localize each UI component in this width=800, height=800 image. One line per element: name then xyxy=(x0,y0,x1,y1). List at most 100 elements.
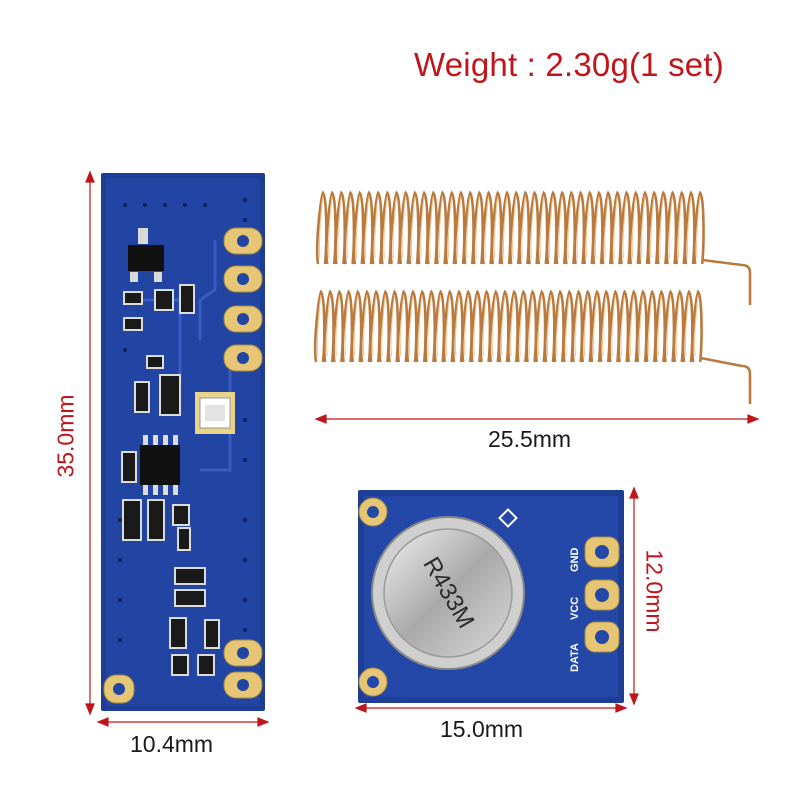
coil-highlight xyxy=(521,195,526,259)
coil-turn xyxy=(693,190,705,265)
coil-highlight xyxy=(337,195,342,259)
coil-highlight xyxy=(668,195,674,259)
coil-highlight xyxy=(556,294,561,357)
coil-highlight xyxy=(537,294,543,357)
coil-highlight xyxy=(585,195,591,259)
coil-highlight xyxy=(565,294,570,357)
coil-highlight xyxy=(638,294,644,357)
transmitter-height-label: 12.0mm xyxy=(641,549,668,633)
receiver-board xyxy=(101,173,265,711)
coil-highlight xyxy=(500,294,506,357)
coil-highlight xyxy=(539,195,545,259)
coil-highlight xyxy=(574,294,580,357)
coil-highlight xyxy=(418,294,423,357)
coil-turn xyxy=(691,289,703,363)
spring-antenna-top xyxy=(315,190,752,305)
coil-highlight xyxy=(447,195,453,259)
coil-highlight xyxy=(427,294,432,357)
transmitter-dimension-lines xyxy=(354,486,639,713)
coil-highlight xyxy=(650,195,655,259)
coil-highlight xyxy=(510,294,515,357)
coil-highlight xyxy=(353,294,359,357)
coil-highlight xyxy=(686,195,692,259)
coil-highlight xyxy=(328,195,333,259)
coil-highlight xyxy=(410,195,416,259)
coil-highlight xyxy=(546,294,552,357)
coil-highlight xyxy=(622,195,628,259)
coil-highlight xyxy=(399,294,405,357)
coil-highlight xyxy=(684,294,690,357)
antenna-length-label: 25.5mm xyxy=(488,426,572,452)
coil-highlight xyxy=(473,294,478,357)
coil-highlight xyxy=(567,195,572,259)
coil-highlight xyxy=(466,195,471,259)
coil-highlight xyxy=(657,294,662,357)
antenna-dimension-line xyxy=(314,414,760,424)
pin-label-data: DATA xyxy=(569,643,581,672)
coil-highlight xyxy=(346,195,352,259)
coil-highlight xyxy=(456,195,462,259)
coil-highlight xyxy=(374,195,379,259)
coil-highlight xyxy=(383,195,388,259)
coil-highlight xyxy=(390,294,396,357)
coil-highlight xyxy=(576,195,582,259)
coil-highlight xyxy=(677,195,683,259)
coil-highlight xyxy=(318,195,324,259)
coil-highlight xyxy=(648,294,653,357)
coil-highlight xyxy=(594,195,600,259)
receiver-width-label: 10.4mm xyxy=(130,731,214,757)
coil-highlight xyxy=(355,195,361,259)
coil-highlight xyxy=(429,195,434,259)
coil-highlight xyxy=(408,294,414,357)
weight-label: Weight : 2.30g(1 set) xyxy=(414,46,724,83)
coil-highlight xyxy=(454,294,460,357)
coil-highlight xyxy=(631,195,637,259)
receiver-height-label: 35.0mm xyxy=(52,394,79,478)
coil-highlight xyxy=(372,294,377,357)
coil-highlight xyxy=(519,294,524,357)
pin-label-vcc: VCC xyxy=(569,597,581,620)
coil-highlight xyxy=(364,195,370,259)
coil-highlight xyxy=(420,195,425,259)
spring-antenna-bottom xyxy=(313,289,752,404)
coil-highlight xyxy=(464,294,469,357)
coil-highlight xyxy=(335,294,340,357)
coil-highlight xyxy=(436,294,442,357)
coil-highlight xyxy=(362,294,368,357)
coil-highlight xyxy=(438,195,444,259)
coil-highlight xyxy=(666,294,672,357)
coil-highlight xyxy=(484,195,490,259)
coil-highlight xyxy=(640,195,646,259)
coil-highlight xyxy=(629,294,635,357)
coil-highlight xyxy=(344,294,350,357)
coil-highlight xyxy=(592,294,598,357)
coil-highlight xyxy=(482,294,488,357)
coil-highlight xyxy=(694,294,699,357)
coil-highlight xyxy=(696,195,701,259)
coil-highlight xyxy=(326,294,331,357)
receiver-dimension-lines xyxy=(85,170,270,727)
coil-highlight xyxy=(445,294,451,357)
antenna-tail xyxy=(702,258,752,305)
coil-highlight xyxy=(316,294,322,357)
pin-labels: DATA VCC GND xyxy=(569,548,581,673)
coil-highlight xyxy=(548,195,554,259)
coil-highlight xyxy=(512,195,517,259)
coil-highlight xyxy=(530,195,536,259)
coil-highlight xyxy=(604,195,609,259)
coil-highlight xyxy=(583,294,589,357)
coil-highlight xyxy=(401,195,407,259)
coil-highlight xyxy=(620,294,626,357)
coil-highlight xyxy=(613,195,618,259)
pin-label-gnd: GND xyxy=(569,548,581,573)
transmitter-width-label: 15.0mm xyxy=(440,716,524,742)
coil-highlight xyxy=(475,195,480,259)
coil-highlight xyxy=(611,294,616,357)
coil-highlight xyxy=(502,195,508,259)
coil-highlight xyxy=(493,195,499,259)
antenna-tail xyxy=(700,356,752,404)
coil-highlight xyxy=(491,294,497,357)
coil-highlight xyxy=(602,294,607,357)
coil-highlight xyxy=(675,294,681,357)
